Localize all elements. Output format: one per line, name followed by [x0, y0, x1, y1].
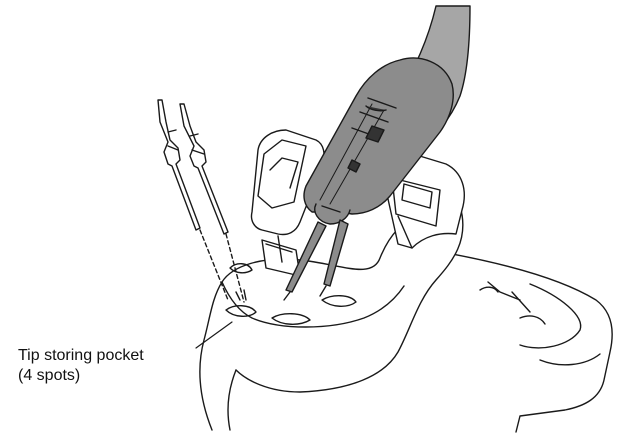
insertion-guide — [199, 229, 229, 301]
tip-pocket-1 — [225, 305, 257, 317]
callout-label-line1: Tip storing pocket — [18, 347, 144, 364]
clip-housing-left — [250, 129, 325, 277]
callout-leader — [195, 321, 233, 349]
tip-pocket-callout: Tip storing pocket (4 spots) — [18, 346, 144, 386]
tip-pocket-2 — [271, 313, 311, 325]
callout-label-line2: (4 spots) — [18, 367, 81, 384]
insertion-guide — [225, 233, 245, 303]
loose-soldering-tips — [157, 99, 245, 303]
station-base — [429, 249, 613, 433]
inserted-tips — [283, 219, 349, 301]
soldering-iron-handle — [303, 57, 454, 225]
tip-pocket-3 — [321, 295, 357, 307]
